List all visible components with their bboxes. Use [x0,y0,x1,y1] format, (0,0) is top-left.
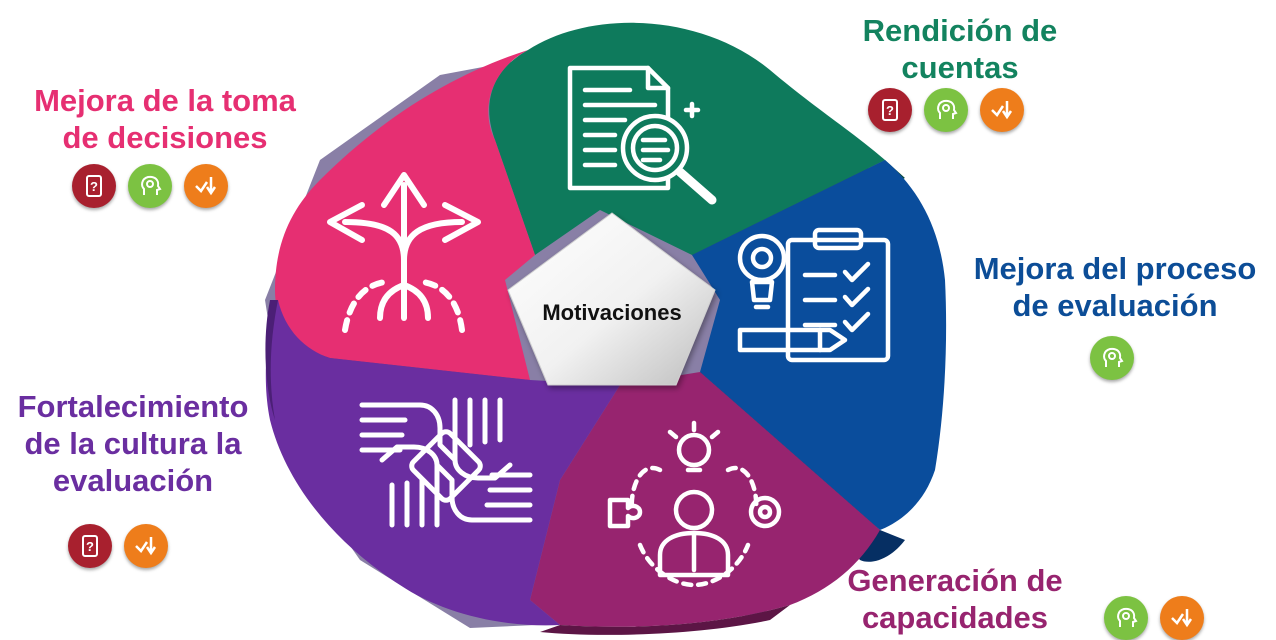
center-label: Motivaciones [542,300,682,325]
badges-cultura: ? [68,524,168,568]
arrows-split-icon [327,172,481,333]
hands-teamwork-icon [359,397,533,528]
check-down-arrow-icon [1160,596,1204,640]
question-document-icon: ? [868,88,912,132]
head-gear-icon [1104,596,1148,640]
center-pentagon [507,212,716,386]
badges-decisiones: ? [72,164,228,208]
check-down-arrow-icon [184,164,228,208]
clipboard-idea-icon [737,227,891,363]
segment-cultura [265,300,620,626]
svg-text:?: ? [86,539,94,554]
label-cultura: Fortalecimiento de la cultura la evaluac… [17,389,249,498]
person-ideas-icon [607,420,782,588]
head-gear-icon [924,88,968,132]
head-gear-icon [128,164,172,208]
label-rendicion: Rendición de cuentas [862,13,1058,85]
head-gear-icon [1090,336,1134,380]
segment-capacidades [530,372,880,627]
document-search-icon [567,65,717,205]
question-document-icon: ? [68,524,112,568]
badges-capacidades [1104,596,1204,640]
check-down-arrow-icon [980,88,1024,132]
check-down-arrow-icon [124,524,168,568]
question-document-icon: ? [72,164,116,208]
label-decisiones: Mejora de la toma de decisiones [34,83,296,155]
label-proceso: Mejora del proceso de evaluación [973,251,1257,323]
svg-text:?: ? [886,103,894,118]
label-capacidades: Generación de capacidades [847,563,1063,635]
badges-rendicion: ? [868,88,1024,132]
svg-text:?: ? [90,179,98,194]
badges-proceso [1090,336,1134,380]
